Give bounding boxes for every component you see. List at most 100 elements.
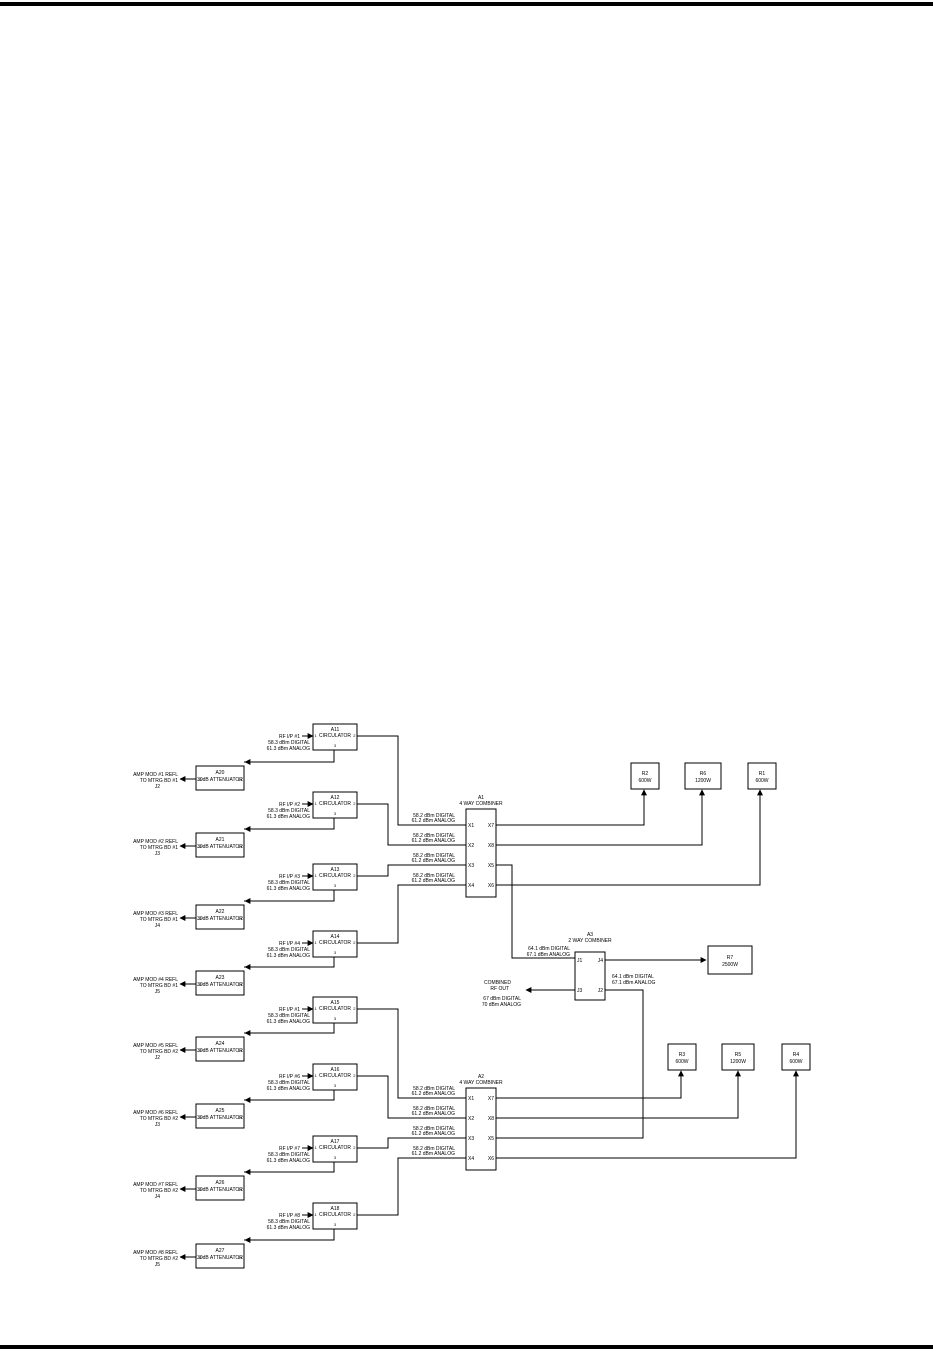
load-ref: R2 bbox=[642, 771, 649, 777]
attenuator-ref: A23 bbox=[216, 975, 225, 981]
a1-x8-to-r6 bbox=[496, 789, 705, 846]
attenuator-name: 30dB ATTENUATOR bbox=[197, 982, 243, 988]
rf-input-analog-level: 61.3 dBm ANALOG bbox=[267, 1019, 310, 1025]
load-resistor-box bbox=[747, 762, 777, 790]
circulator-ref: A12 bbox=[331, 795, 340, 801]
bottom-rule bbox=[0, 1345, 933, 1349]
circulator-pin2: 2 bbox=[353, 801, 356, 806]
rf-input-label: RF I/P #3 bbox=[279, 874, 300, 880]
combiner-output-pin: X6 bbox=[488, 883, 494, 889]
a1-x5-to-a3 bbox=[496, 864, 575, 959]
monitor-label: TO MTRG BD #1 bbox=[140, 845, 178, 851]
attenuator-name: 30dB ATTENUATOR bbox=[197, 1115, 243, 1121]
monitor-jack: J2 bbox=[155, 784, 161, 790]
attenuator-pin-out: J1 bbox=[238, 844, 243, 849]
circulator-ref: A11 bbox=[331, 727, 340, 733]
rf-input-digital-level: 58.3 dBm DIGITAL bbox=[268, 947, 310, 953]
combiner-input-digital-level: 58.2 dBm DIGITAL bbox=[413, 853, 455, 859]
circulator-to-combiner-wire bbox=[357, 1157, 466, 1216]
monitor-jack: J4 bbox=[155, 1194, 161, 1200]
circulator-pin3: 3 bbox=[334, 1155, 337, 1160]
attenuator-pin-out: J1 bbox=[238, 777, 243, 782]
combiner-input-analog-level: 61.2 dBm ANALOG bbox=[412, 878, 455, 884]
combined-out-analog-level: 70 dBm ANALOG bbox=[482, 1002, 521, 1008]
attenuator-box bbox=[195, 904, 245, 930]
rf-input-analog-level: 61.3 dBm ANALOG bbox=[267, 746, 310, 752]
monitor-label: AMP MOD #2 REFL bbox=[133, 839, 178, 845]
attenuator-pin-in: J2 bbox=[198, 982, 203, 987]
monitor-jack: J3 bbox=[155, 1122, 161, 1128]
circulator-box bbox=[312, 723, 358, 751]
monitor-label: AMP MOD #5 REFL bbox=[133, 1043, 178, 1049]
circulator-name: CIRCULATOR bbox=[319, 733, 351, 739]
attenuator-box bbox=[195, 1175, 245, 1201]
a2-x7-to-r3 bbox=[496, 1070, 684, 1099]
attenuator-pin-out: J1 bbox=[238, 1187, 243, 1192]
load-value: 1200W bbox=[695, 778, 711, 784]
load-ref: R3 bbox=[679, 1052, 686, 1058]
attenuator-name: 30dB ATTENUATOR bbox=[197, 916, 243, 922]
attenuator-box bbox=[195, 1103, 245, 1129]
combiner-output-pin: X5 bbox=[488, 1136, 494, 1142]
monitor-jack: J2 bbox=[155, 1055, 161, 1061]
circulator-pin3: 3 bbox=[334, 950, 337, 955]
combiner-output-pin: X8 bbox=[488, 1116, 494, 1122]
circulator-box bbox=[312, 1063, 358, 1091]
monitor-jack: J5 bbox=[155, 989, 161, 995]
load-value: 600W bbox=[675, 1059, 688, 1065]
rf-input-label: RF I/P #4 bbox=[279, 941, 300, 947]
attenuator-pin-out: J1 bbox=[238, 1255, 243, 1260]
combiner-input-pin: X1 bbox=[468, 823, 474, 829]
rf-input-digital-level: 58.3 dBm DIGITAL bbox=[268, 1013, 310, 1019]
circulator-to-combiner-wire bbox=[357, 1008, 466, 1099]
circulator-box bbox=[312, 1135, 358, 1163]
circulator-pin2: 2 bbox=[353, 1145, 356, 1150]
attenuator-pin-in: J2 bbox=[198, 1048, 203, 1053]
monitor-label: AMP MOD #6 REFL bbox=[133, 1110, 178, 1116]
combiner2-digital-level: 64.1 dBm DIGITAL bbox=[528, 946, 570, 952]
load-value: 600W bbox=[789, 1059, 802, 1065]
combiner-output-pin: X7 bbox=[488, 1096, 494, 1102]
attenuator-box bbox=[195, 1243, 245, 1269]
circulator-pin3: 3 bbox=[334, 1083, 337, 1088]
attenuator-box bbox=[195, 970, 245, 996]
circulator-to-combiner-wire bbox=[357, 735, 466, 826]
combiner-input-pin: X3 bbox=[468, 1136, 474, 1142]
combiner-input-analog-level: 61.2 dBm ANALOG bbox=[412, 1131, 455, 1137]
attenuator-pin-in: J2 bbox=[198, 1115, 203, 1120]
monitor-label: TO MTRG BD #2 bbox=[140, 1049, 178, 1055]
combined-out-label: COMBINED bbox=[484, 980, 511, 986]
circulator-ref: A14 bbox=[331, 934, 340, 940]
a2-x6-to-r4 bbox=[496, 1070, 799, 1159]
combiner-input-analog-level: 61.2 dBm ANALOG bbox=[412, 1111, 455, 1117]
combiner-input-digital-level: 58.2 dBm DIGITAL bbox=[413, 1126, 455, 1132]
circulator-ref: A18 bbox=[331, 1206, 340, 1212]
attenuator-name: 30dB ATTENUATOR bbox=[197, 1255, 243, 1261]
monitor-label: TO MTRG BD #1 bbox=[140, 917, 178, 923]
combiner-output-pin: X8 bbox=[488, 843, 494, 849]
circulator-pin2: 2 bbox=[353, 1212, 356, 1217]
attenuator-name: 30dB ATTENUATOR bbox=[197, 1048, 243, 1054]
circulator-pin1: 1 bbox=[315, 873, 318, 878]
rf-input-digital-level: 58.3 dBm DIGITAL bbox=[268, 1219, 310, 1225]
circulator-pin2: 2 bbox=[353, 873, 356, 878]
combiner-output-pin: X5 bbox=[488, 863, 494, 869]
attenuator-box bbox=[195, 1036, 245, 1062]
circulator-name: CIRCULATOR bbox=[319, 1006, 351, 1012]
circulator-pin1: 1 bbox=[315, 1006, 318, 1011]
four-way-combiner-box bbox=[465, 808, 497, 898]
monitor-jack: J5 bbox=[155, 1262, 161, 1268]
rf-input-analog-level: 61.3 dBm ANALOG bbox=[267, 1086, 310, 1092]
combiner-input-analog-level: 61.2 dBm ANALOG bbox=[412, 1151, 455, 1157]
combiner-ref: A1 bbox=[478, 795, 484, 801]
circulator-box bbox=[312, 791, 358, 819]
combiner-output-pin: X6 bbox=[488, 1156, 494, 1162]
circulator-pin1: 1 bbox=[315, 733, 318, 738]
circulator-name: CIRCULATOR bbox=[319, 873, 351, 879]
rf-input-label: RF I/P #1 bbox=[279, 734, 300, 740]
rf-input-label: RF I/P #1 bbox=[279, 1007, 300, 1013]
attenuator-ref: A25 bbox=[216, 1108, 225, 1114]
connections bbox=[179, 733, 799, 1260]
a1-x7-to-r2 bbox=[496, 789, 647, 826]
